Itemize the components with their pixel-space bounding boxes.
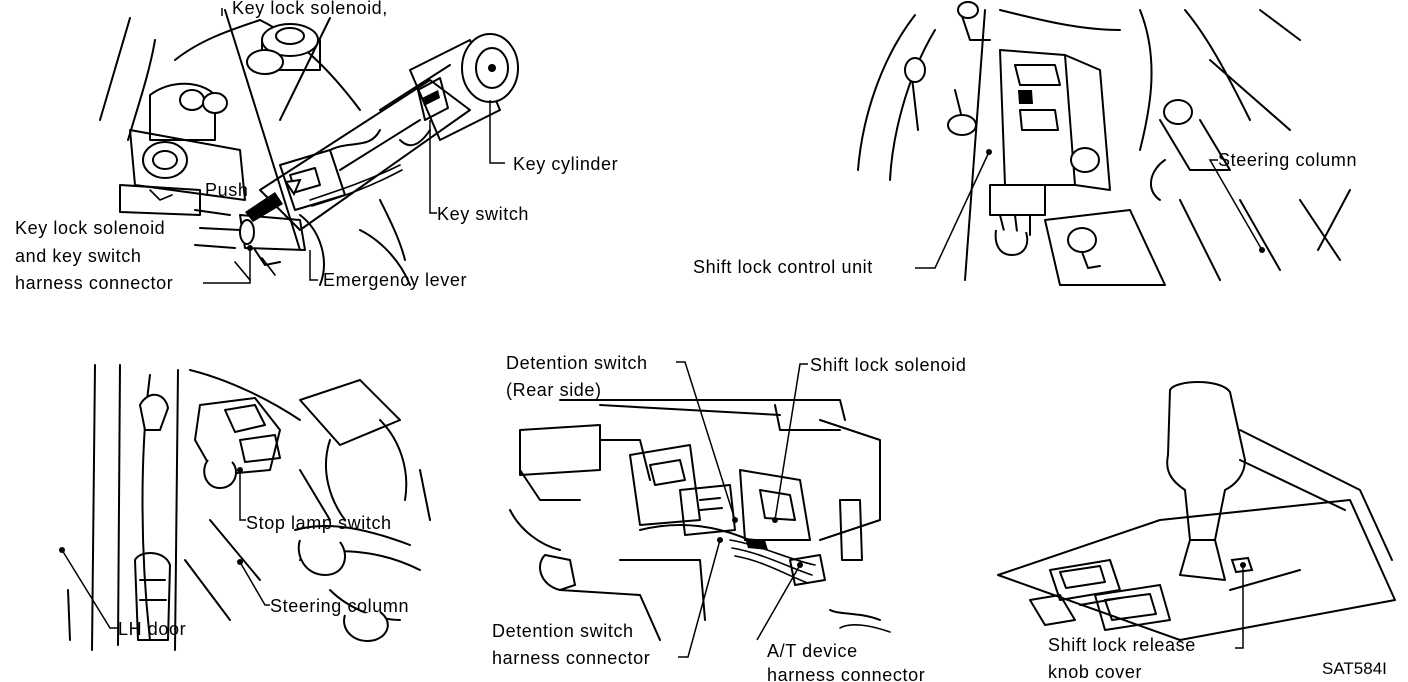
label-at-harness-connector: harness connector (767, 665, 925, 682)
label-harness-line2: and key switch (15, 246, 141, 266)
label-push: Push (205, 180, 248, 200)
key-lock-illustration (99, 9, 519, 286)
label-knob-cover: knob cover (1048, 662, 1142, 682)
panel-stop-lamp: Stop lamp switch Steering column LH door (59, 364, 431, 651)
label-emergency-lever: Emergency lever (323, 270, 467, 290)
release-knob-illustration (997, 381, 1396, 641)
label-detention-harness-line2: harness connector (492, 648, 650, 668)
label-shift-lock-solenoid: Shift lock solenoid (810, 355, 966, 375)
detention-illustration (509, 399, 891, 641)
shift-lock-unit-illustration (857, 1, 1351, 286)
label-key-cylinder: Key cylinder (513, 154, 618, 174)
label-harness-line1: Key lock solenoid (15, 218, 165, 238)
label-lh-door: LH door (118, 619, 186, 639)
label-steering-column-bottom: Steering column (270, 596, 409, 616)
label-key-switch: Key switch (437, 204, 529, 224)
label-key-lock-solenoid: Key lock solenoid, (232, 0, 388, 18)
diagram-code: SAT584I (1322, 659, 1387, 678)
label-at-device: A/T device (767, 641, 858, 661)
label-harness-line3: harness connector (15, 273, 173, 293)
shift-lock-unit-labels: Steering column Shift lock control unit (693, 150, 1357, 277)
release-knob-labels: Shift lock release knob cover (1048, 635, 1196, 682)
panel-shift-lock-unit: Steering column Shift lock control unit (693, 1, 1357, 286)
stop-lamp-labels: Stop lamp switch Steering column LH door (118, 513, 409, 639)
label-shift-lock-release: Shift lock release (1048, 635, 1196, 655)
label-detention-rear-side: (Rear side) (506, 380, 602, 400)
panel-key-lock: Key lock solenoid, Key cylinder Push Key… (15, 0, 618, 293)
label-shift-lock-control-unit: Shift lock control unit (693, 257, 873, 277)
panel-detention: Detention switch (Rear side) Shift lock … (492, 353, 966, 682)
label-steering-column-top: Steering column (1218, 150, 1357, 170)
panel-release-knob: Shift lock release knob cover (997, 381, 1396, 682)
key-lock-labels: Key lock solenoid, Key cylinder Push Key… (15, 0, 618, 293)
label-detention-switch: Detention switch (506, 353, 648, 373)
label-detention-harness-line1: Detention switch (492, 621, 634, 641)
detention-labels: Detention switch (Rear side) Shift lock … (492, 353, 966, 682)
stop-lamp-illustration (59, 364, 431, 651)
label-stop-lamp-switch: Stop lamp switch (246, 513, 392, 533)
